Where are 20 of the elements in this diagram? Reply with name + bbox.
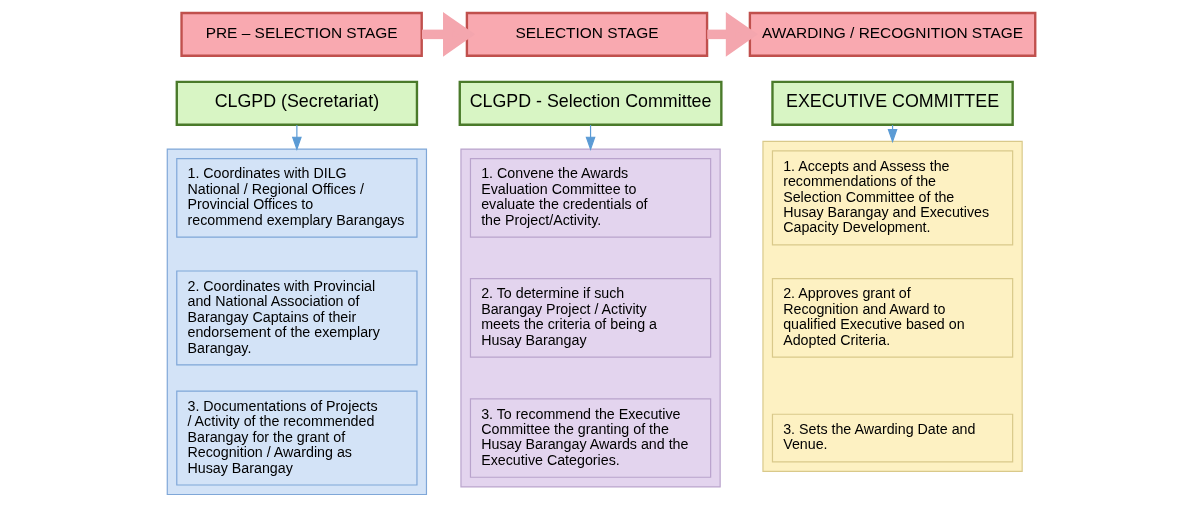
arrow [585,124,596,151]
node-box: PRE – SELECTION STAGE [180,11,423,57]
node-box: 1. Coordinates with DILG National / Regional Offices / Provincial Offices to recommend exemplary Barangays [176,158,418,238]
cluster [460,148,721,488]
node-box: 1. Accepts and Assess the recommendations of the Selection Committee of the Husay Barangay and Executives Capacity Development. [771,150,1014,246]
node-box: 1. Convene the Awards Evaluation Committee to evaluate the credentials of the Project/Activity. [469,158,712,238]
node-box: CLGPD (Secretariat) [175,80,419,126]
node-box: CLGPD - Selection Committee [458,80,723,126]
cluster [762,140,1023,472]
node-box: AWARDING / RECOGNITION STAGE [748,11,1037,57]
node-box: SELECTION STAGE [465,11,709,57]
node-box: 2. To determine if such Barangay Project / Activity meets the criteria of being a Husay Barangay [469,278,712,358]
arrow [291,124,302,151]
node-box: 2. Coordinates with Provincial and National Association of Barangay Captains of their endorsement of the exemplary Barangay. [176,270,418,366]
node-box: 3. Documentations of Projects / Activity of the recommended Barangay for the grant of Recognition / Awarding as Husay Barangay [176,390,418,486]
node-box: EXECUTIVE COMMITTEE [771,80,1014,126]
cluster [166,148,428,496]
node-box: 3. Sets the Awarding Date and Venue. [771,413,1014,463]
node-box: 3. To recommend the Executive Committee the granting of the Husay Barangay Awards and the Executive Categories. [469,398,712,478]
node-box: 2. Approves grant of Recognition and Award to qualified Executive based on Adopted Criteria. [771,278,1014,358]
